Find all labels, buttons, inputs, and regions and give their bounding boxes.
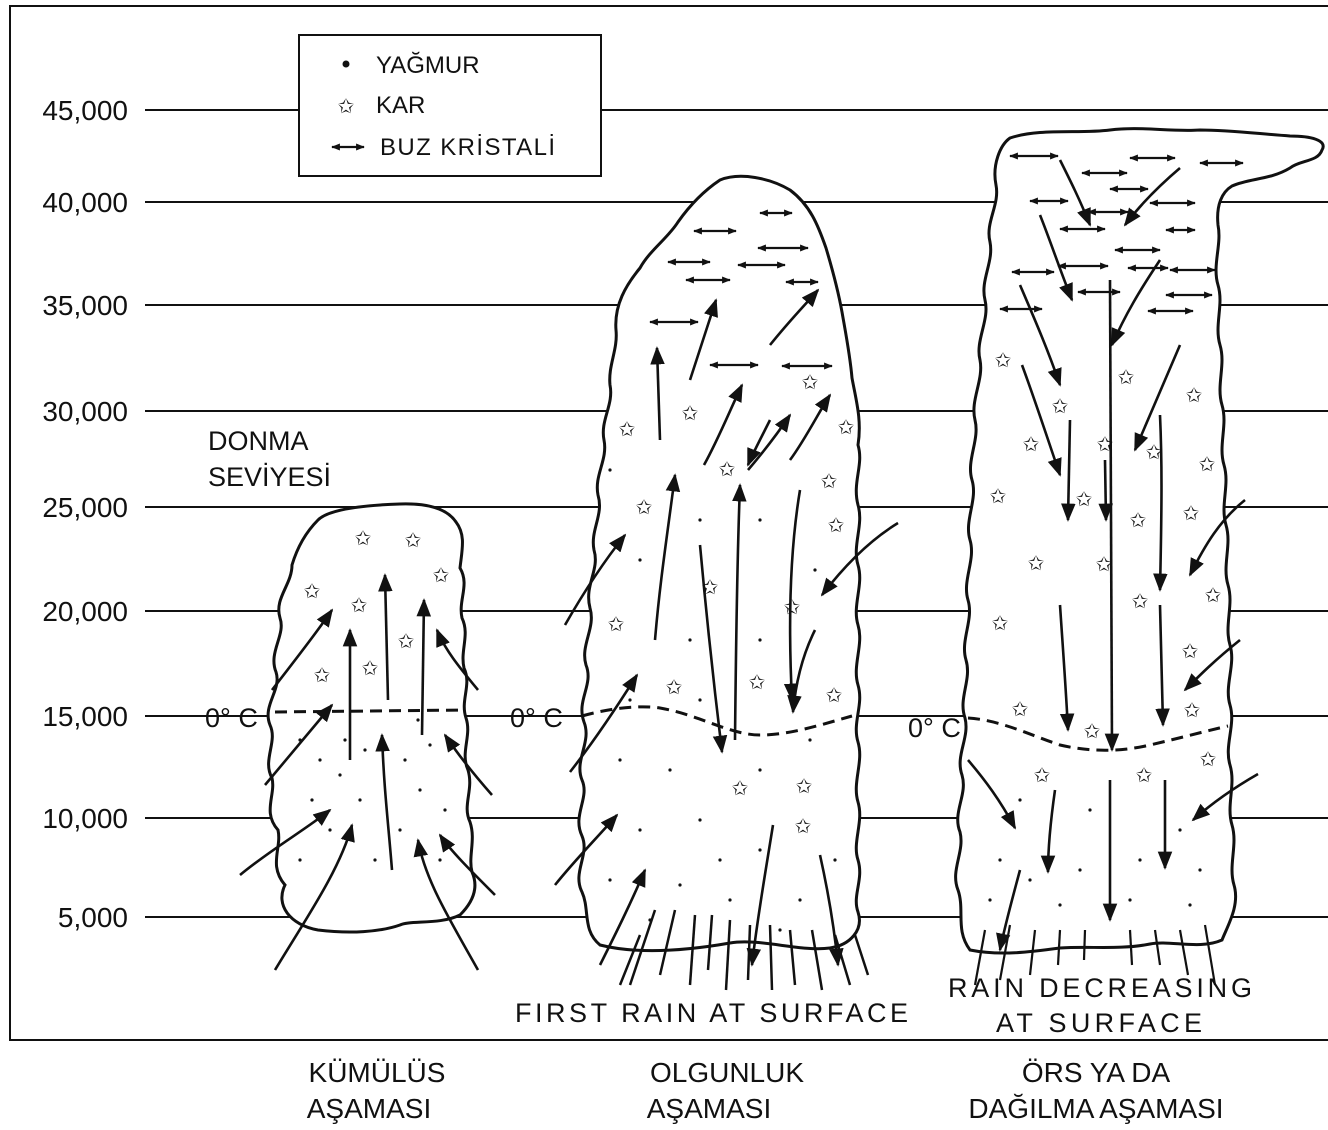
svg-text:✩: ✩ xyxy=(795,816,812,838)
svg-text:✩: ✩ xyxy=(826,685,843,707)
svg-text:✩: ✩ xyxy=(821,471,838,493)
svg-text:✩: ✩ xyxy=(1205,585,1222,607)
svg-text:✩: ✩ xyxy=(1096,554,1113,576)
mature-cloud-outline xyxy=(579,176,860,950)
svg-text:✩: ✩ xyxy=(1012,699,1029,721)
svg-text:✩: ✩ xyxy=(1183,503,1200,525)
cumulus-zero-label: 0° C xyxy=(205,703,258,733)
svg-text:✩: ✩ xyxy=(1034,765,1051,787)
svg-text:✩: ✩ xyxy=(608,614,625,636)
legend-rain-label: YAĞMUR xyxy=(376,52,480,79)
svg-text:✩: ✩ xyxy=(362,658,379,680)
svg-text:✩: ✩ xyxy=(1182,641,1199,663)
svg-text:✩: ✩ xyxy=(1130,510,1147,532)
svg-text:✩: ✩ xyxy=(636,497,653,519)
first-rain-annotation: FIRST RAIN AT SURFACE xyxy=(515,998,908,1028)
svg-text:✩: ✩ xyxy=(838,417,855,439)
stage-mature-line2: AŞAMASI xyxy=(647,1093,771,1124)
stage-cumulus-line2: AŞAMASI xyxy=(307,1093,431,1124)
legend-snow-label: KAR xyxy=(376,92,425,119)
svg-text:✩: ✩ xyxy=(682,403,699,425)
svg-text:✩: ✩ xyxy=(802,372,819,394)
svg-text:✩: ✩ xyxy=(749,672,766,694)
mature-cloud: 0° C xyxy=(510,176,898,990)
svg-text:✩: ✩ xyxy=(351,595,368,617)
svg-text:✩: ✩ xyxy=(1097,434,1114,456)
svg-text:✩: ✩ xyxy=(1186,385,1203,407)
svg-text:✩: ✩ xyxy=(990,486,1007,508)
stage-mature-line1: OLGUNLUK xyxy=(650,1057,804,1088)
svg-text:✩: ✩ xyxy=(1136,765,1153,787)
mature-zero-label: 0° C xyxy=(510,703,563,733)
svg-text:✩: ✩ xyxy=(1076,489,1093,511)
svg-text:✩: ✩ xyxy=(666,677,683,699)
svg-text:✩: ✩ xyxy=(1146,442,1163,464)
svg-text:✩: ✩ xyxy=(314,665,331,687)
y-tick-20000: 20,000 xyxy=(42,596,128,627)
svg-text:✩: ✩ xyxy=(405,530,422,552)
rain-decreasing-annotation-line2: AT SURFACE xyxy=(996,1008,1202,1038)
y-tick-10000: 10,000 xyxy=(42,803,128,834)
y-tick-25000: 25,000 xyxy=(42,492,128,523)
svg-text:✩: ✩ xyxy=(1028,553,1045,575)
legend-ice-label: BUZ KRİSTALİ xyxy=(380,134,555,161)
svg-text:✩: ✩ xyxy=(828,515,845,537)
svg-text:✩: ✩ xyxy=(992,613,1009,635)
svg-text:✩: ✩ xyxy=(398,631,415,653)
stage-dissipating-line1: ÖRS YA DA xyxy=(1022,1057,1171,1088)
stage-dissipating-line2: DAĞILMA AŞAMASI xyxy=(968,1093,1223,1124)
svg-text:✩: ✩ xyxy=(1023,434,1040,456)
svg-text:✩: ✩ xyxy=(1084,721,1101,743)
svg-text:✩: ✩ xyxy=(433,565,450,587)
stage-cumulus-line1: KÜMÜLÜS xyxy=(309,1057,446,1088)
svg-text:✩: ✩ xyxy=(719,459,736,481)
svg-text:✩: ✩ xyxy=(995,350,1012,372)
svg-text:✩: ✩ xyxy=(304,581,321,603)
cumulus-cloud: 0° C ✩ ✩ ✩ ✩ ✩ ✩ ✩ ✩ xyxy=(205,504,495,970)
y-tick-30000: 30,000 xyxy=(42,396,128,427)
legend: YAĞMUR ✩ KAR BUZ KRİSTALİ xyxy=(299,35,601,176)
svg-text:✩: ✩ xyxy=(1132,591,1149,613)
y-tick-15000: 15,000 xyxy=(42,701,128,732)
svg-text:✩: ✩ xyxy=(1118,367,1135,389)
freezing-level-label-line1: DONMA xyxy=(208,426,309,456)
svg-text:✩: ✩ xyxy=(355,528,372,550)
rain-dot-icon xyxy=(343,61,350,68)
dissipating-cloud: 0° C xyxy=(908,129,1323,985)
dissipating-cloud-outline xyxy=(956,129,1324,953)
svg-text:✩: ✩ xyxy=(732,778,749,800)
svg-text:✩: ✩ xyxy=(619,419,636,441)
svg-text:✩: ✩ xyxy=(796,776,813,798)
svg-text:✩: ✩ xyxy=(702,577,719,599)
y-tick-40000: 40,000 xyxy=(42,187,128,218)
svg-text:✩: ✩ xyxy=(1052,396,1069,418)
svg-text:✩: ✩ xyxy=(1184,700,1201,722)
y-tick-45000: 45,000 xyxy=(42,95,128,126)
svg-text:✩: ✩ xyxy=(1199,454,1216,476)
svg-text:✩: ✩ xyxy=(1200,749,1217,771)
y-tick-5000: 5,000 xyxy=(58,902,128,933)
svg-text:✩: ✩ xyxy=(784,597,801,619)
freezing-level-label-line2: SEVİYESİ xyxy=(208,461,331,492)
y-tick-35000: 35,000 xyxy=(42,290,128,321)
y-axis-ticks: 45,000 40,000 35,000 30,000 25,000 20,00… xyxy=(42,95,128,933)
rain-decreasing-annotation-line1: RAIN DECREASING xyxy=(948,973,1252,1003)
dissipating-zero-label: 0° C xyxy=(908,713,961,743)
snow-star-icon: ✩ xyxy=(338,96,355,118)
